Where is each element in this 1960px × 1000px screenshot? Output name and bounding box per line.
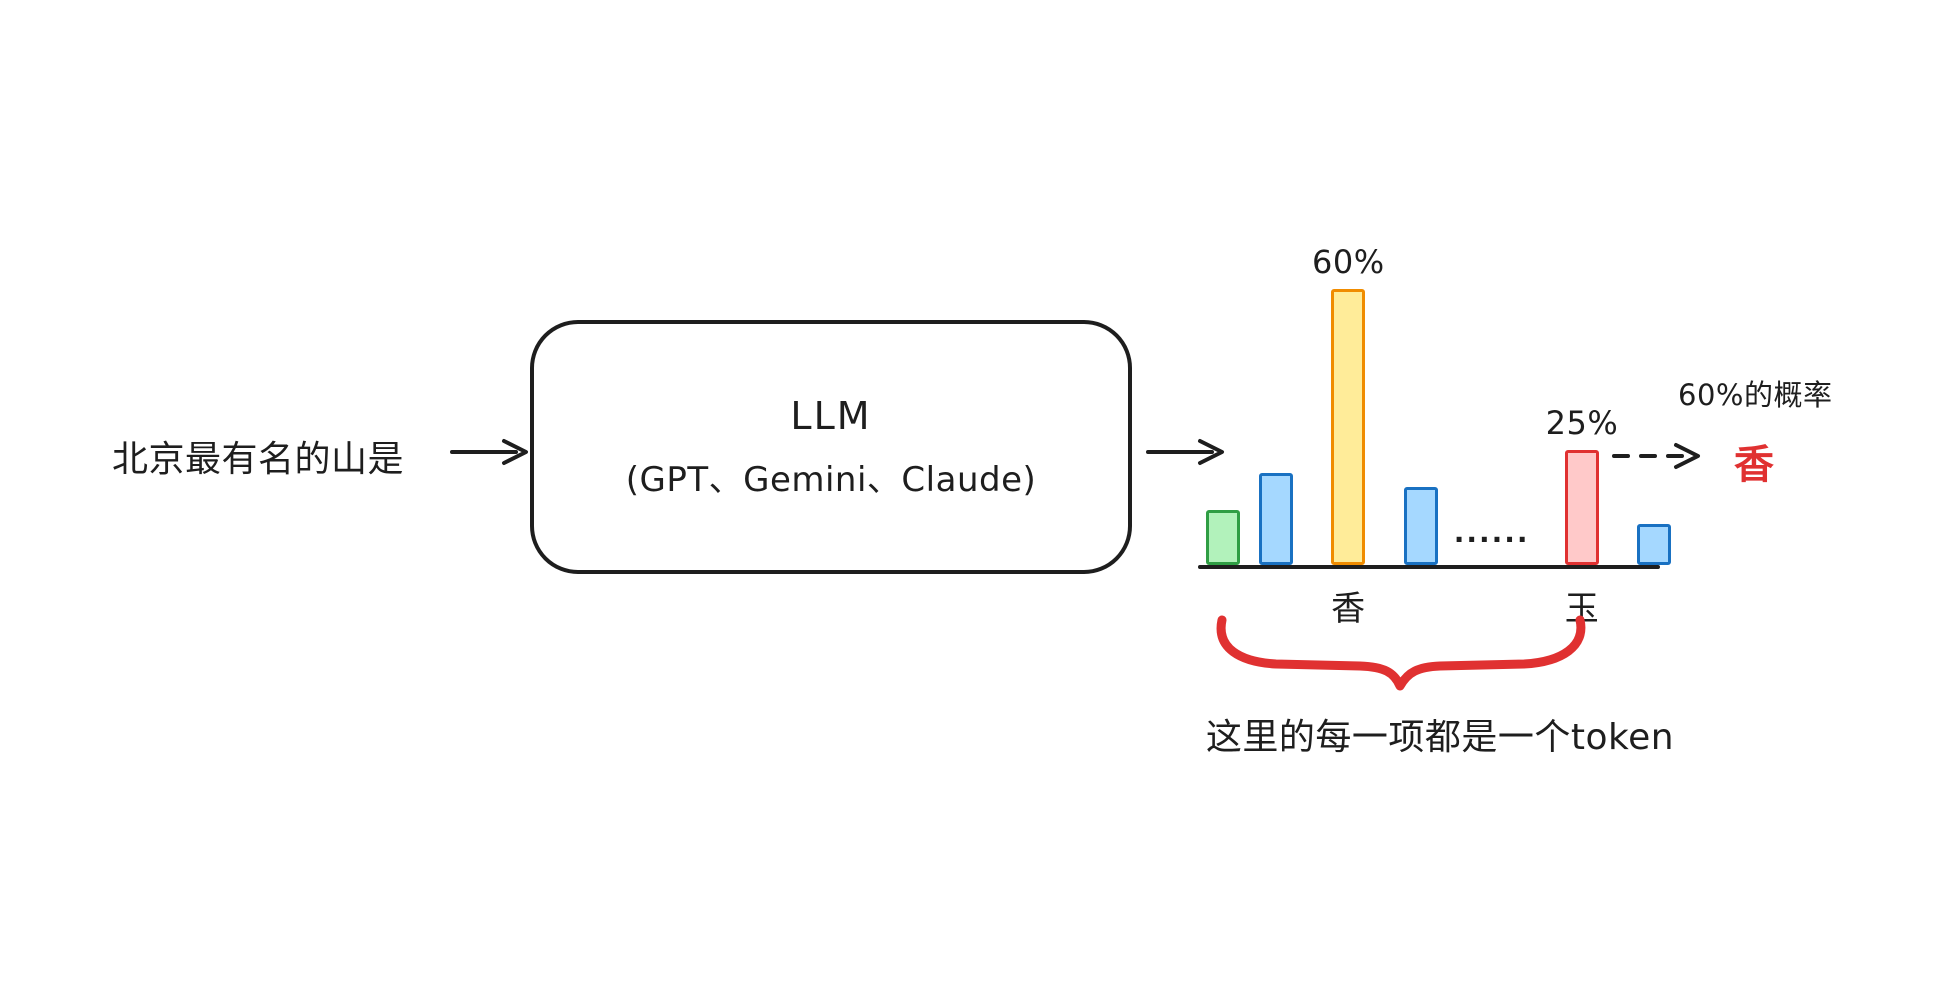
llm-box: LLM (GPT、Gemini、Claude) [530,320,1132,574]
underbrace-icon [1216,615,1586,691]
prob-bar [1637,524,1672,565]
token-label: 香 [1331,589,1366,629]
bar-value-label: 25% [1545,404,1619,442]
ellipsis: ...... [1453,516,1530,565]
prompt-text: 北京最有名的山是 [112,439,405,480]
dashed-arrow-icon [1612,443,1700,469]
token-caption: 这里的每一项都是一个token [1205,717,1675,758]
chart-axis-line [1198,565,1660,569]
prob-bar [1564,450,1599,565]
prob-bar-col: 60% 香 [1312,243,1385,629]
prob-bar-col: 25%玉 [1545,404,1619,629]
underbrace-path [1216,615,1586,691]
llm-subtitle: (GPT、Gemini、Claude) [625,459,1037,500]
llm-title: LLM [790,393,872,438]
prob-bar [1206,510,1240,565]
probability-note: 60%的概率 [1678,378,1833,412]
arrow-right-icon [1146,439,1224,465]
prob-bar-col [1637,524,1672,565]
prob-bar [1331,289,1366,565]
arrow-right-icon [450,439,528,465]
prob-bar-col [1206,510,1240,565]
sampled-token: 香 [1734,442,1774,488]
prob-bar [1259,473,1293,565]
bars-row: 60% 香...... 25%玉 [1206,243,1672,629]
prob-bar [1403,487,1438,565]
bar-value-label: 60% [1312,243,1385,281]
prob-bar-col [1403,487,1438,565]
ellipsis-text: ...... [1453,516,1530,549]
prob-bar-col [1259,473,1293,565]
